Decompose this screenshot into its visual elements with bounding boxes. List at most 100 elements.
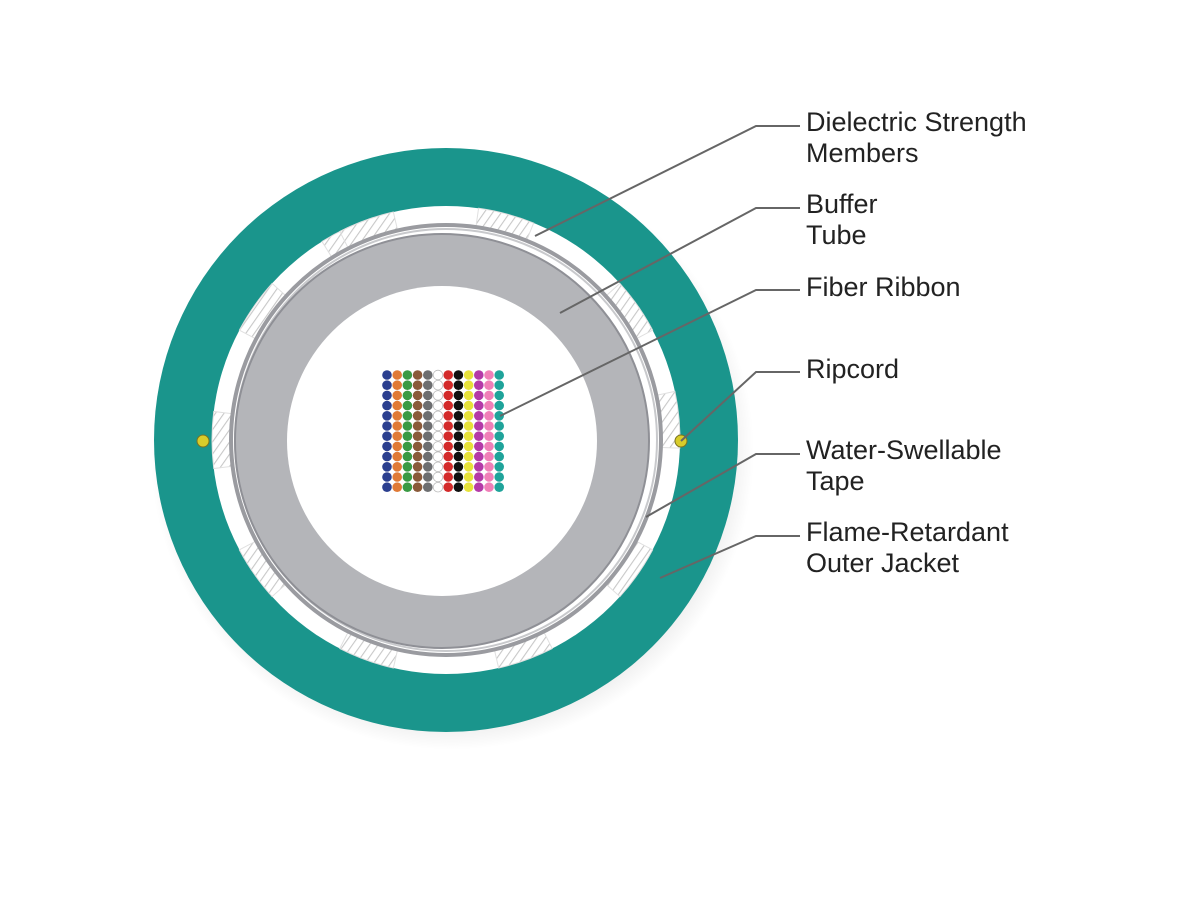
fiber-dot bbox=[494, 411, 505, 421]
fiber-dot bbox=[392, 370, 403, 380]
fiber-dot bbox=[494, 431, 505, 442]
fiber-dot bbox=[474, 482, 484, 493]
fiber-dot bbox=[494, 441, 505, 452]
fiber-dot bbox=[423, 431, 433, 442]
fiber-dot bbox=[392, 441, 403, 452]
fiber-dot bbox=[392, 472, 403, 482]
fiber-ribbon-stack bbox=[382, 369, 505, 493]
fiber-dot bbox=[402, 370, 413, 380]
fiber-dot bbox=[453, 431, 464, 442]
fiber-dot bbox=[474, 441, 484, 452]
fiber-dot bbox=[474, 431, 484, 442]
fiber-dot bbox=[432, 369, 444, 381]
fiber-dot bbox=[432, 482, 444, 493]
fiber-dot bbox=[392, 380, 403, 391]
fiber-dot bbox=[402, 411, 413, 421]
fiber-dot bbox=[463, 400, 474, 411]
fiber-dot bbox=[453, 462, 464, 472]
water-swellable-tape bbox=[229, 223, 663, 657]
fiber-dot bbox=[453, 421, 464, 431]
fiber-dot bbox=[412, 431, 423, 442]
fiber-dot bbox=[443, 431, 454, 442]
fiber-dot bbox=[402, 380, 413, 391]
fiber-dot bbox=[494, 482, 505, 493]
fiber-dot bbox=[443, 462, 454, 472]
fiber-dot bbox=[423, 370, 433, 380]
fiber-dot bbox=[474, 421, 484, 431]
fiber-dot bbox=[412, 472, 423, 482]
fiber-dot bbox=[402, 482, 413, 493]
fiber-dot bbox=[402, 472, 413, 482]
fiber-dot bbox=[432, 471, 444, 483]
fiber-dot bbox=[484, 411, 494, 421]
fiber-dot bbox=[382, 462, 392, 472]
fiber-dot bbox=[474, 390, 484, 401]
fiber-dot bbox=[484, 431, 494, 442]
fiber-dot bbox=[474, 472, 484, 482]
leader-water-swellable-tape bbox=[645, 453, 800, 518]
fiber-dot bbox=[474, 380, 484, 391]
fiber-dot bbox=[423, 411, 433, 421]
fiber-dot bbox=[494, 380, 505, 391]
fiber-dot bbox=[484, 441, 494, 452]
fiber-dot bbox=[423, 451, 433, 462]
fiber-dot bbox=[474, 411, 484, 421]
fiber-dot bbox=[443, 482, 454, 493]
fiber-dot bbox=[423, 441, 433, 452]
fiber-dot bbox=[412, 411, 423, 421]
buffer-tube-bore bbox=[287, 286, 597, 596]
fiber-dot bbox=[443, 390, 454, 401]
fiber-dot bbox=[382, 411, 392, 421]
fiber-dot bbox=[412, 380, 423, 391]
fiber-dot bbox=[392, 451, 403, 462]
fiber-dot bbox=[432, 390, 444, 401]
fiber-dot bbox=[423, 390, 433, 401]
fiber-dot bbox=[463, 482, 474, 493]
fiber-dot bbox=[392, 462, 403, 472]
fiber-dot bbox=[432, 380, 444, 391]
fiber-dot bbox=[443, 400, 454, 411]
fiber-dot bbox=[463, 472, 474, 482]
fiber-dot bbox=[382, 380, 392, 391]
leader-fiber-ribbon bbox=[499, 289, 800, 417]
fiber-dot bbox=[443, 472, 454, 482]
fiber-dot bbox=[382, 451, 392, 462]
leader-ripcord bbox=[680, 371, 800, 442]
fiber-dot bbox=[494, 400, 505, 411]
fiber-dot bbox=[443, 451, 454, 462]
dielectric-strength-members bbox=[211, 207, 681, 669]
fiber-dot bbox=[392, 431, 403, 442]
fiber-dot bbox=[463, 462, 474, 472]
fiber-dot bbox=[453, 482, 464, 493]
fiber-dot bbox=[392, 482, 403, 493]
fiber-dot bbox=[412, 390, 423, 401]
leader-buffer-tube bbox=[559, 207, 800, 314]
leader-outer-jacket bbox=[659, 535, 800, 579]
fiber-dot bbox=[402, 462, 413, 472]
fiber-dot bbox=[484, 400, 494, 411]
fiber-dot bbox=[432, 420, 444, 432]
fiber-dot bbox=[402, 441, 413, 452]
fiber-dot bbox=[463, 451, 474, 462]
fiber-dot bbox=[402, 421, 413, 431]
fiber-dot bbox=[382, 441, 392, 452]
fiber-dot bbox=[484, 421, 494, 431]
fiber-dot bbox=[392, 411, 403, 421]
fiber-dot bbox=[382, 400, 392, 411]
fiber-dot bbox=[432, 400, 444, 411]
fiber-dot bbox=[432, 461, 444, 473]
fiber-dot bbox=[463, 370, 474, 380]
fiber-dot bbox=[474, 400, 484, 411]
leader-strength-members bbox=[534, 125, 800, 237]
fiber-dot bbox=[412, 482, 423, 493]
fiber-dot bbox=[432, 441, 444, 452]
fiber-dot bbox=[494, 421, 505, 431]
fiber-dot bbox=[463, 431, 474, 442]
fiber-dot bbox=[453, 390, 464, 401]
fiber-dot bbox=[463, 380, 474, 391]
fiber-dot bbox=[484, 462, 494, 472]
fiber-dot bbox=[392, 421, 403, 431]
fiber-dot bbox=[484, 451, 494, 462]
fiber-dot bbox=[453, 380, 464, 391]
